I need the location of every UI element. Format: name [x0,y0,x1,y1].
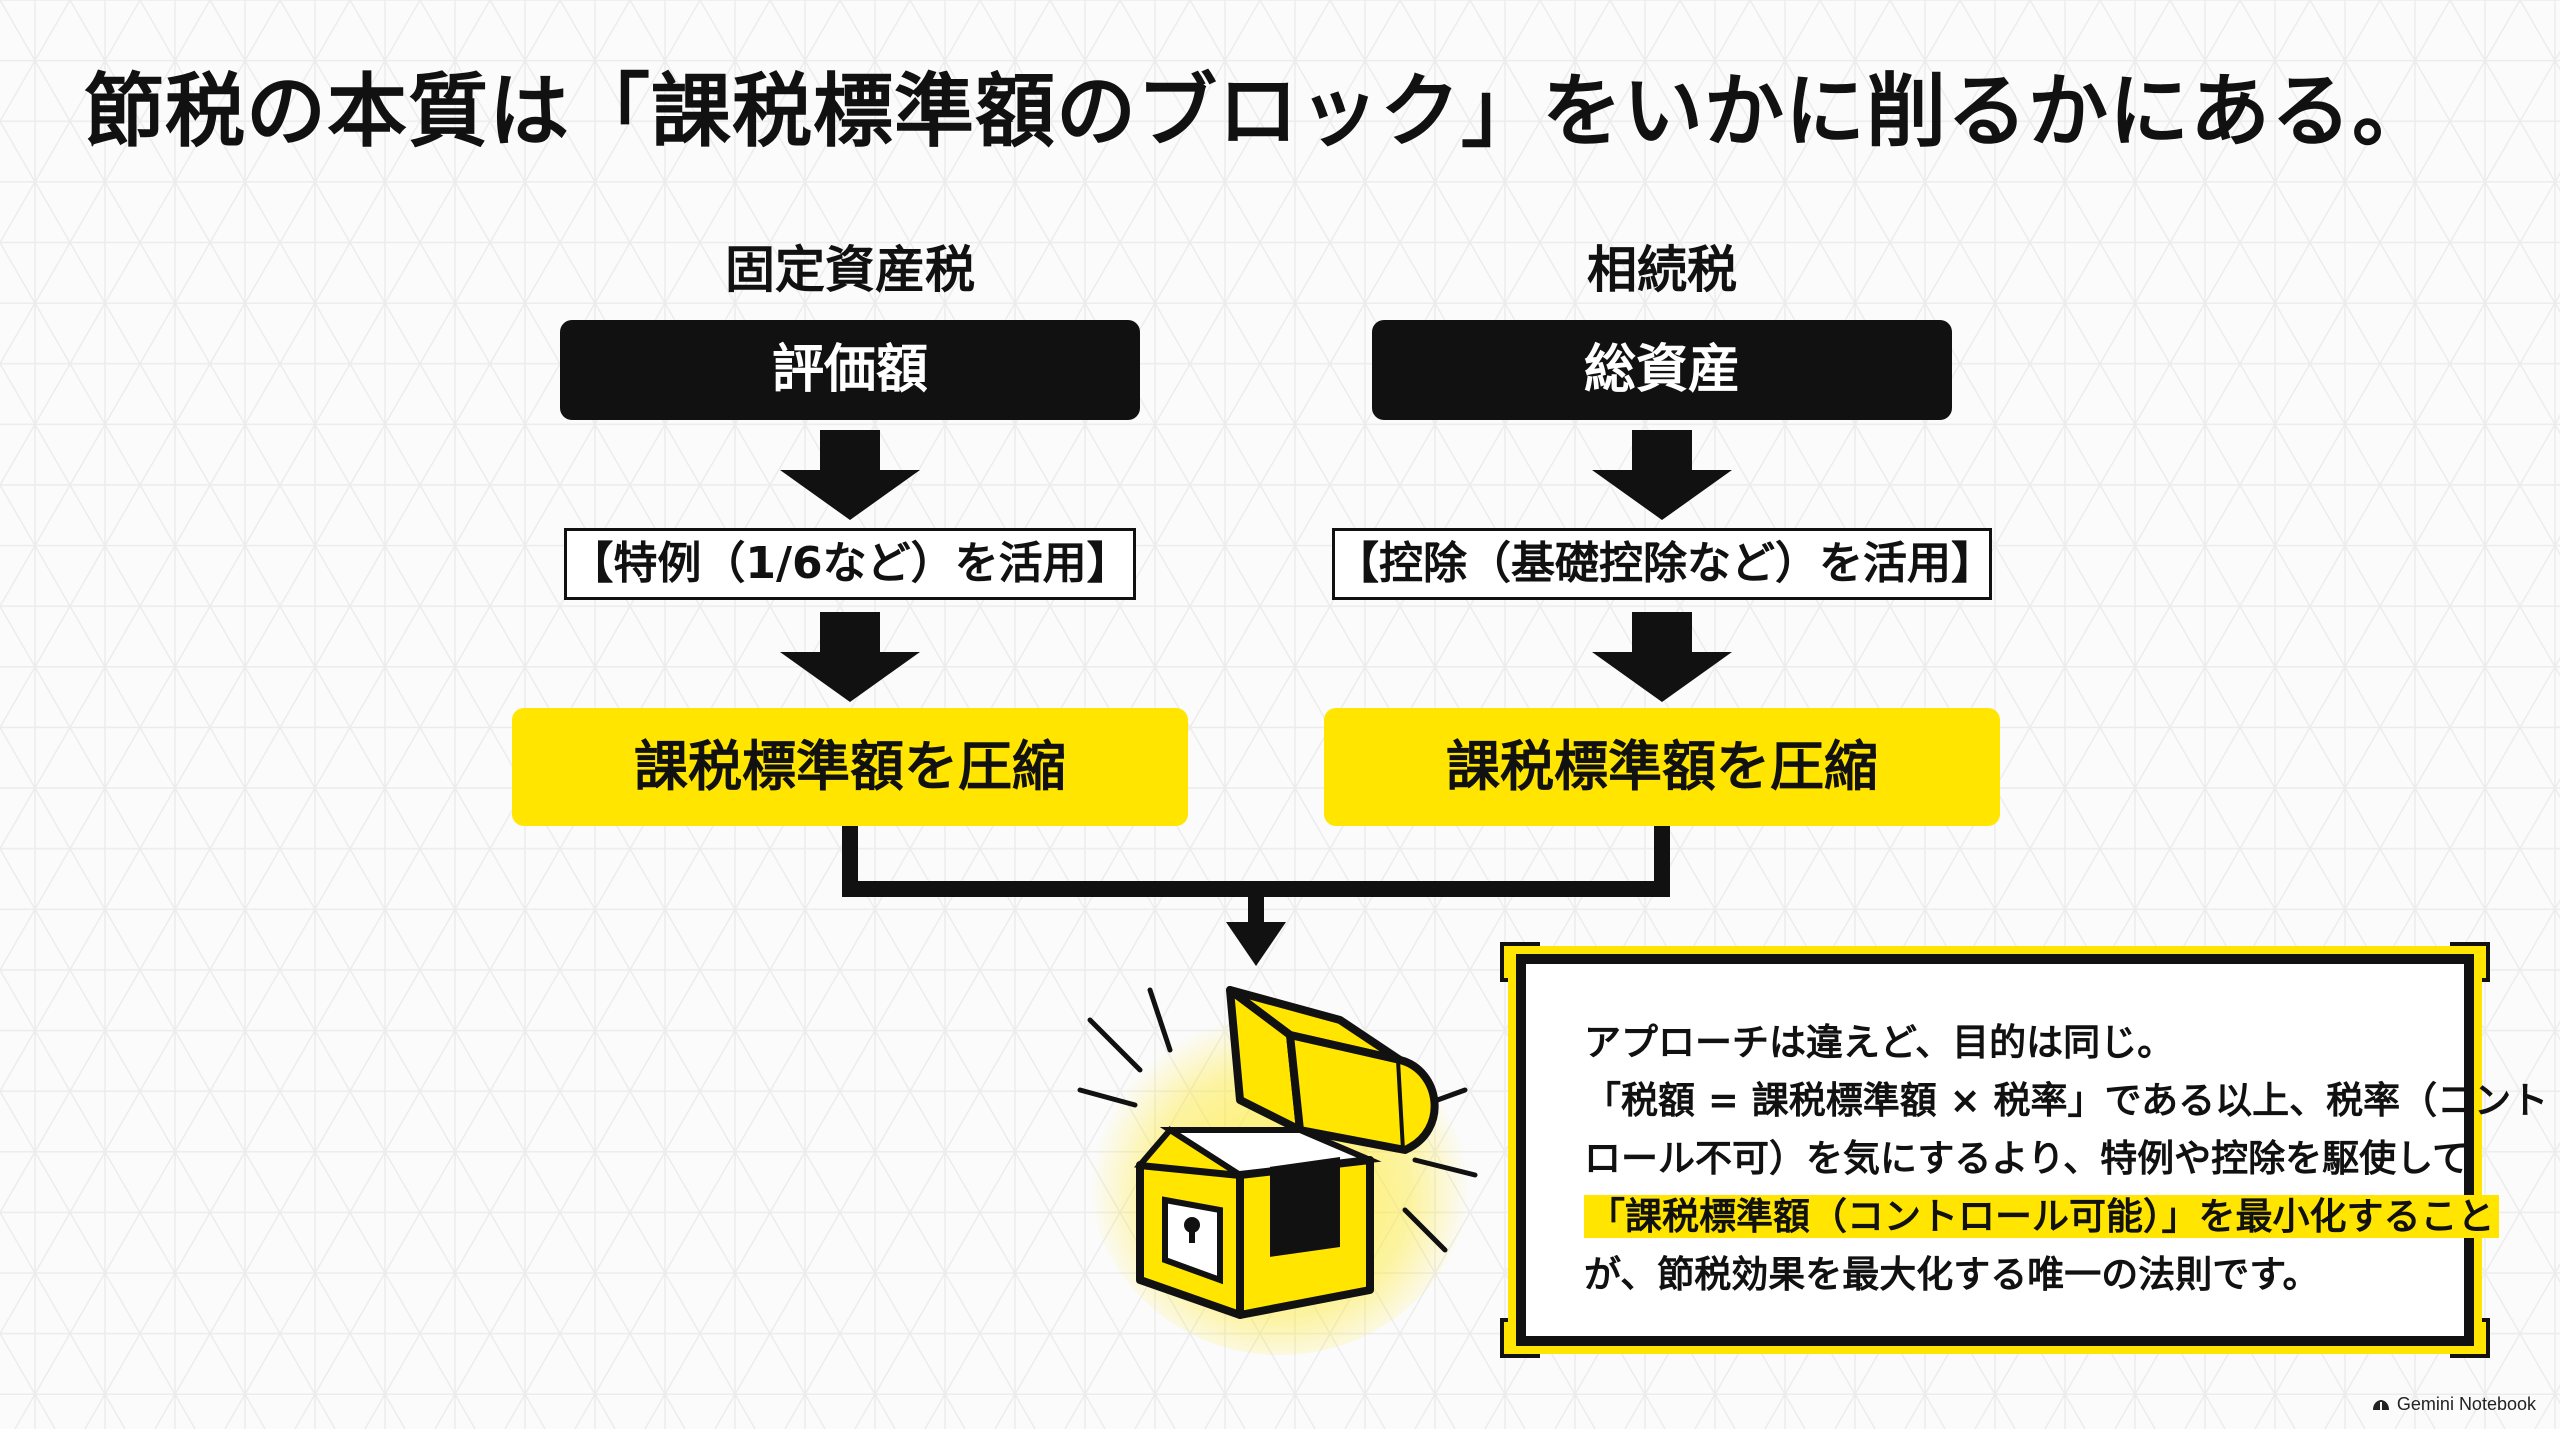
note-callout: アプローチは違えど、目的は同じ。 「税額 = 課税標準額 × 税率」である以上、… [1498,940,2549,1360]
left-heading: 固定資産税 [725,241,975,299]
right-method-box: 【控除（基礎控除など）を活用】 [1332,528,1995,600]
note-line-2: 「税額 = 課税標準額 × 税率」である以上、税率（コント [1584,1079,2549,1122]
left-result-box: 課税標準額を圧縮 [512,708,1188,826]
note-text: アプローチは違えど、目的は同じ。 「税額 = 課税標準額 × 税率」である以上、… [1584,1014,2549,1304]
arrow-down-icon [1592,612,1732,702]
arrow-down-icon [780,612,920,702]
arrow-down-icon [1592,430,1732,520]
right-base-box: 総資産 [1372,320,1952,420]
left-method-box: 【特例（1/6など）を活用】 [564,528,1136,600]
right-heading: 相続税 [1587,241,1737,299]
treasure-chest-icon [1077,986,1478,1355]
note-box: アプローチは違えど、目的は同じ。 「税額 = 課税標準額 × 税率」である以上、… [1508,946,2549,1354]
note-line-4: 「課税標準額（コントロール可能）」を最小化すること [1584,1188,2499,1246]
arrow-down-icon [780,430,920,520]
page-title: 節税の本質は「課税標準額のブロック」をいかに削るかにある。 [84,65,2433,158]
right-result-box: 課税標準額を圧縮 [1324,708,2000,826]
brand-label: Gemini Notebook [2396,1394,2536,1414]
left-base-box: 評価額 [560,320,1140,420]
note-line-3: ロール不可）を気にするより、特例や控除を駆使して [1584,1137,2470,1180]
note-line-1: アプローチは違えど、目的は同じ。 [1584,1021,2175,1064]
note-highlight: 「課税標準額（コントロール可能）」を最小化すること [1584,1195,2499,1238]
note-line-5: が、節税効果を最大化する唯一の法則です。 [1584,1253,2320,1296]
brand-footer: Gemini Notebook [2371,1394,2536,1415]
gemini-logo-icon [2372,1399,2389,1410]
merge-connector [842,826,1670,966]
